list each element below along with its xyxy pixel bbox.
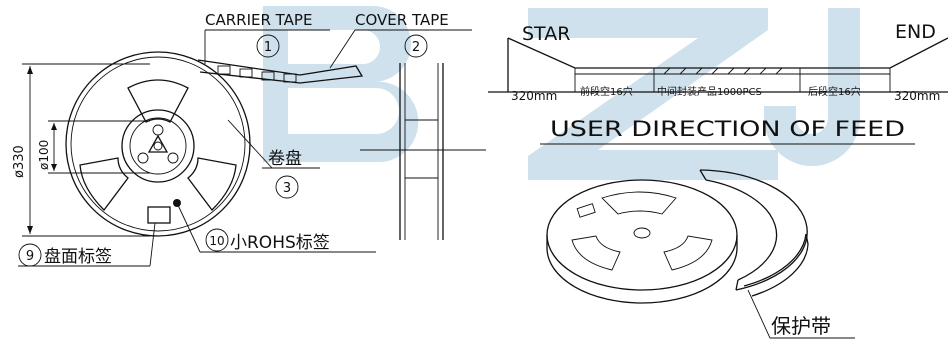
- dia-outer-label: ø330: [12, 145, 27, 178]
- dia-inner-label: ø100: [37, 140, 51, 170]
- seg-end-length: 320mm: [894, 89, 940, 103]
- dim-outer: [22, 63, 150, 237]
- seg-start-length: 320mm: [511, 89, 557, 103]
- seg-rear-empty: 后段空16穴: [808, 85, 861, 98]
- carrier-tape-num: 1: [264, 40, 272, 55]
- seg-front-empty: 前段空16穴: [580, 85, 633, 98]
- feed-start: STAR: [522, 23, 570, 45]
- rohs-num: 10: [209, 234, 224, 248]
- seg-products: 中间封装产品1000PCS: [657, 85, 762, 98]
- feed-tape: [488, 37, 948, 93]
- dim-inner: [48, 120, 150, 174]
- label-num: 9: [26, 249, 34, 264]
- rohs-text: 小ROHS标签: [230, 233, 330, 253]
- watermark-logo: [263, 6, 860, 180]
- carrier-tape-label: CARRIER TAPE: [205, 11, 312, 29]
- reel-3d-view: [546, 169, 809, 304]
- feed-end: END: [895, 21, 936, 43]
- feed-direction-label: USER DIRECTION OF FEED: [550, 117, 905, 141]
- protective-band-label: 保护带: [771, 314, 831, 338]
- reel-side-view: [360, 63, 486, 240]
- reel-label: 卷盘: [268, 149, 302, 169]
- label-text: 盘面标签: [44, 247, 112, 267]
- reel-front-view: [65, 51, 364, 237]
- reel-num: 3: [283, 181, 291, 196]
- cover-tape-label: COVER TAPE: [355, 11, 449, 29]
- cover-tape-num: 2: [412, 40, 420, 55]
